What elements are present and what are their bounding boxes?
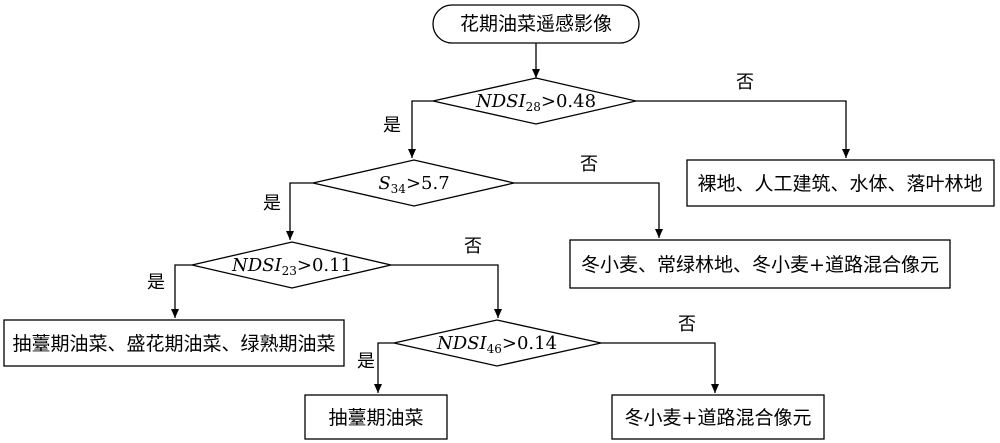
outcome-4-label: 抽薹期油菜	[328, 407, 423, 429]
decision-4: NDSI46>0.14	[393, 319, 602, 367]
label-yes-d3: 是	[147, 272, 165, 293]
edge-d3-yes	[171, 264, 192, 318]
edge-d1-yes	[408, 100, 433, 158]
outcome-4: 抽薹期油菜	[304, 394, 448, 440]
start-node: 花期油菜遥感影像	[432, 4, 640, 44]
label-yes-d4: 是	[357, 351, 375, 372]
decision-1: NDSI28>0.48	[432, 77, 637, 125]
label-no-d2: 否	[580, 154, 598, 175]
outcome-2-label: 冬小麦、常绿林地、冬小麦+道路混合像元	[581, 254, 939, 276]
label-yes-d2: 是	[263, 193, 281, 214]
start-label: 花期油菜遥感影像	[460, 13, 612, 35]
decision-3-label: NDSI23>0.11	[231, 255, 352, 278]
branch-labels: 否 是 否 是 否 是 否 是	[147, 72, 754, 372]
outcome-1-label: 裸地、人工建筑、水体、落叶林地	[697, 173, 982, 195]
label-no-d4: 否	[678, 314, 696, 335]
label-no-d1: 否	[736, 72, 754, 93]
edge-d4-yes	[374, 342, 394, 393]
outcome-3: 抽薹期油菜、盛花期油菜、绿熟期油菜	[3, 319, 345, 367]
decision-2: S34>5.7	[312, 159, 515, 207]
outcome-5-label: 冬小麦+道路混合像元	[625, 407, 812, 429]
label-yes-d1: 是	[383, 115, 401, 136]
outcome-2: 冬小麦、常绿林地、冬小麦+道路混合像元	[569, 239, 951, 289]
decision-4-label: NDSI46>0.14	[436, 333, 557, 356]
decision-2-label: S34>5.7	[378, 173, 449, 196]
outcome-5: 冬小麦+道路混合像元	[611, 394, 825, 440]
edge-d2-yes	[286, 182, 313, 240]
outcome-3-label: 抽薹期油菜、盛花期油菜、绿熟期油菜	[12, 333, 335, 355]
edge-d1-no	[636, 100, 850, 158]
edge-d4-no	[601, 342, 719, 393]
decision-1-label: NDSI28>0.48	[475, 91, 596, 114]
label-no-d3: 否	[464, 236, 482, 257]
outcome-1: 裸地、人工建筑、水体、落叶林地	[686, 159, 995, 207]
connectors	[171, 43, 850, 393]
edge-d2-no	[514, 182, 663, 238]
decision-3: NDSI23>0.11	[191, 241, 392, 289]
edge-d3-no	[391, 264, 502, 318]
